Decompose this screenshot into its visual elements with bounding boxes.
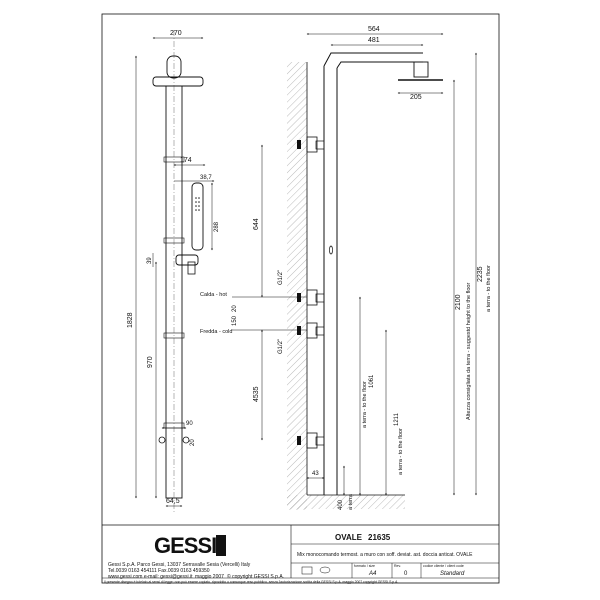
dim-564: 564 <box>368 26 380 33</box>
footer-notice: Il presente disegno è tutelato ai sensi … <box>104 580 398 584</box>
company-date: maggio 2007 <box>195 574 224 580</box>
model-description: Mix monocomando termost. a muro con soff… <box>297 552 473 558</box>
company-web: www.gessi.com e-mail: gessi@gessi.it <box>108 574 193 580</box>
company-phone: Tel.0039 0163 454111 Fax.0039 0163 45935… <box>108 568 210 574</box>
dim-288: 288 <box>214 221 220 232</box>
dim-1211: 1211 <box>394 412 400 426</box>
drawing-border <box>101 13 500 584</box>
shower-head-side <box>413 61 429 78</box>
gessi-logo: GESSI <box>154 533 216 558</box>
dim-g12-upper: G1/2" <box>278 270 284 285</box>
client-code-label: codice cliente / client code <box>423 564 464 568</box>
dim-4535: 4535 <box>253 386 260 402</box>
dim-2100: 2100 <box>455 294 462 310</box>
dim-205: 205 <box>410 94 422 101</box>
dim-90: 90 <box>186 421 193 427</box>
client-code-value: Standard <box>440 571 465 577</box>
mixer-front <box>175 254 199 266</box>
dim-20: 20 <box>190 439 196 446</box>
revision-value: 0 <box>404 571 408 577</box>
product-icon <box>301 566 313 575</box>
dim-38-7: 38,7 <box>200 175 212 181</box>
dim-400: 400 <box>338 499 344 510</box>
dim-970: 970 <box>147 356 154 368</box>
dim-481: 481 <box>368 37 380 44</box>
dim-2235: 2235 <box>477 266 484 282</box>
label-floor-2235: a terra - to the floor <box>486 265 492 312</box>
front-view: 270 174 38,7 288 39 1828 970 90 20 64,5 <box>127 30 220 512</box>
floor-hatch <box>287 495 405 509</box>
dim-g12-lower: G1/2" <box>278 339 284 354</box>
dim-1828: 1828 <box>127 312 134 328</box>
dim-270: 270 <box>170 30 182 37</box>
title-block: GESSI Gessi S.p.A. Parco Gessi, 13037 Se… <box>102 524 499 580</box>
dim-644: 644 <box>253 218 260 230</box>
company-copyright: © copyright GESSI S.p.A. <box>227 573 284 580</box>
dim-150: 150 <box>232 315 238 326</box>
label-suggested-height: Altezza consigliata da terra - suggestd … <box>466 283 472 420</box>
dim-20-side: 20 <box>232 305 238 312</box>
side-view: 564 481 205 644 G1/2" 150 20 G1/2" 4535 … <box>200 26 492 510</box>
dim-174: 174 <box>180 157 192 164</box>
label-floor-400: a terra <box>348 493 354 510</box>
dim-64-5: 64,5 <box>166 498 180 505</box>
label-floor-1061: a terra - to the floor <box>362 381 368 428</box>
wall-fittings <box>297 136 333 449</box>
hand-shower <box>191 182 204 251</box>
dim-39: 39 <box>147 257 153 264</box>
dim-43: 43 <box>312 471 319 477</box>
dim-1061: 1061 <box>369 374 375 388</box>
revision-label: Rev. <box>394 564 401 568</box>
format-label: formato / size <box>354 564 375 568</box>
label-cold: Fredda - cold <box>200 329 232 335</box>
shower-head-front <box>152 76 204 87</box>
wall-hatch <box>287 62 307 510</box>
model-code: 21635 <box>368 533 391 542</box>
label-hot: Calda - hot <box>200 292 227 298</box>
label-floor-1211: a terra - to the floor <box>398 428 404 475</box>
model-name: OVALE <box>335 533 363 542</box>
format-value: A4 <box>368 571 377 577</box>
company-address: Gessi S.p.A. Parco Gessi, 13037 Serraval… <box>108 562 251 568</box>
